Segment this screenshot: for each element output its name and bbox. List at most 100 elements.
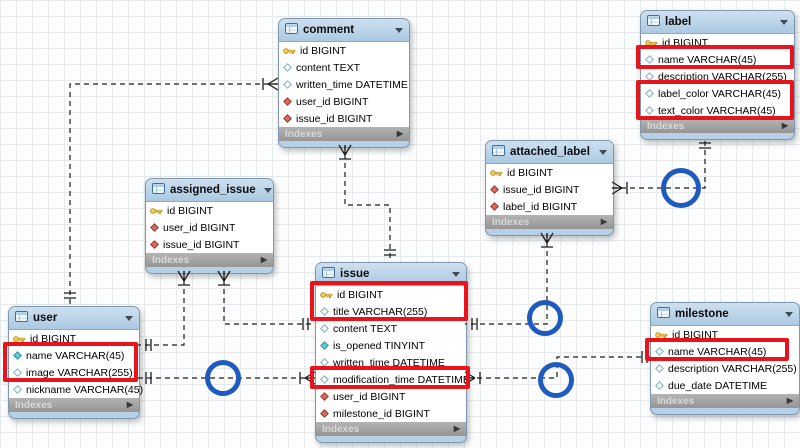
table-row[interactable]: label_color VARCHAR(45) [641,85,794,102]
table-row[interactable]: content TEXT [316,320,466,337]
table-icon [285,23,298,37]
indexes-footer[interactable]: Indexes▶ [146,253,273,267]
table-row[interactable]: modification_time DATETIME [316,371,470,388]
expand-arrow-icon[interactable]: ▶ [260,255,267,264]
table-row[interactable]: text_color VARCHAR(45) [641,102,794,119]
collapse-triangle-icon[interactable] [395,27,403,33]
collapse-triangle-icon[interactable] [599,149,607,155]
table-row[interactable]: id BIGINT [146,202,273,219]
table-row[interactable]: written_time DATETIME [316,354,466,371]
expand-arrow-icon[interactable]: ▶ [781,121,788,130]
table-row[interactable]: id BIGINT [651,326,799,343]
table-row[interactable]: user_id BIGINT [316,388,466,405]
table-row[interactable]: user_id BIGINT [279,93,409,110]
table-row[interactable]: id BIGINT [316,286,466,303]
table-row[interactable]: id BIGINT [486,164,613,181]
table-row[interactable]: user_id BIGINT [146,219,273,236]
table-row[interactable]: name VARCHAR(45) [651,343,799,360]
table-row[interactable]: issue_id BIGINT [279,110,409,127]
indexes-footer[interactable]: Indexes ▶ [641,119,794,133]
primary-key-icon [150,206,163,216]
table-row[interactable]: id BIGINT [641,34,794,51]
table-header-label[interactable]: label [641,11,794,34]
table-header-attached_label[interactable]: attached_label [486,141,613,164]
relationship-line[interactable] [464,351,650,385]
table-row[interactable]: issue_id BIGINT [486,181,613,198]
collapse-triangle-icon[interactable] [452,271,460,277]
table-header-assigned_issue[interactable]: assigned_issue [146,179,273,202]
table-row[interactable]: is_opened TINYINT [316,337,466,354]
table-header-user[interactable]: user [9,307,139,330]
expand-arrow-icon[interactable]: ▶ [453,424,460,433]
indexes-footer[interactable]: Indexes▶ [9,398,139,412]
column-icon [645,72,654,81]
column-label: id BIGINT [300,44,347,57]
table-row[interactable]: label_id BIGINT [486,198,613,215]
table-row[interactable]: written_time DATETIME [279,76,409,93]
indexes-label: Indexes [647,120,685,132]
primary-key-icon [283,46,296,56]
table-row[interactable]: due_date DATETIME [651,377,799,394]
collapse-triangle-icon[interactable] [785,311,793,317]
table-row[interactable]: image VARCHAR(255) [9,364,139,381]
column-label: user_id BIGINT [296,95,369,108]
table-row[interactable]: milestone_id BIGINT [316,405,466,422]
relationship-line[interactable] [217,270,315,330]
column-label: modification_time DATETIME [333,373,470,386]
table-row[interactable]: name VARCHAR(45) [9,347,139,364]
relationship-line[interactable] [611,137,711,195]
table-row[interactable]: content TEXT [279,59,409,76]
table-icon [15,311,28,325]
relationship-line[interactable] [465,232,554,330]
table-header-issue[interactable]: issue [316,263,466,286]
table-row[interactable]: issue_id BIGINT [146,236,273,253]
collapse-triangle-icon[interactable] [125,315,133,321]
table-row[interactable]: description VARCHAR(255) [641,68,794,85]
column-label: nickname VARCHAR(45) [26,383,144,396]
table-row[interactable]: description VARCHAR(255) [651,360,799,377]
column-label: label_id BIGINT [503,200,578,213]
table-row[interactable]: title VARCHAR(255) [316,303,466,320]
relationship-line[interactable] [338,144,396,262]
blue-circle-annotation [661,168,701,208]
table-header-milestone[interactable]: milestone [651,303,799,326]
table-header-comment[interactable]: comment [279,19,409,42]
indexes-footer[interactable]: Indexes▶ [279,127,409,141]
table-row[interactable]: name VARCHAR(45) [641,51,794,68]
indexes-footer[interactable]: Indexes▶ [651,394,799,408]
collapse-triangle-icon[interactable] [780,19,788,25]
table-row[interactable]: id BIGINT [279,42,409,59]
collapse-triangle-icon[interactable] [263,187,272,193]
expand-arrow-icon[interactable]: ▶ [126,400,133,409]
expand-arrow-icon[interactable]: ▶ [600,217,607,226]
expand-arrow-icon[interactable]: ▶ [396,129,403,138]
table-row[interactable]: nickname VARCHAR(45) [9,381,143,398]
relationship-line[interactable] [138,270,191,351]
column-label: id BIGINT [507,166,554,179]
blue-circle-annotation [538,362,574,398]
relationship-line[interactable] [138,371,316,385]
foreign-key-icon [490,202,499,211]
primary-key-icon [320,290,333,300]
indexes-footer[interactable]: Indexes▶ [486,215,613,229]
expand-arrow-icon[interactable]: ▶ [786,396,793,405]
table-name: user [33,312,58,324]
foreign-key-icon [150,223,159,232]
table-icon [322,267,335,281]
column-label: issue_id BIGINT [503,183,580,196]
foreign-key-icon [283,97,292,106]
foreign-key-icon [283,114,292,123]
indexes-footer[interactable]: Indexes▶ [316,422,466,436]
table-row[interactable]: id BIGINT [9,330,139,347]
blue-circle-annotation [527,300,563,336]
